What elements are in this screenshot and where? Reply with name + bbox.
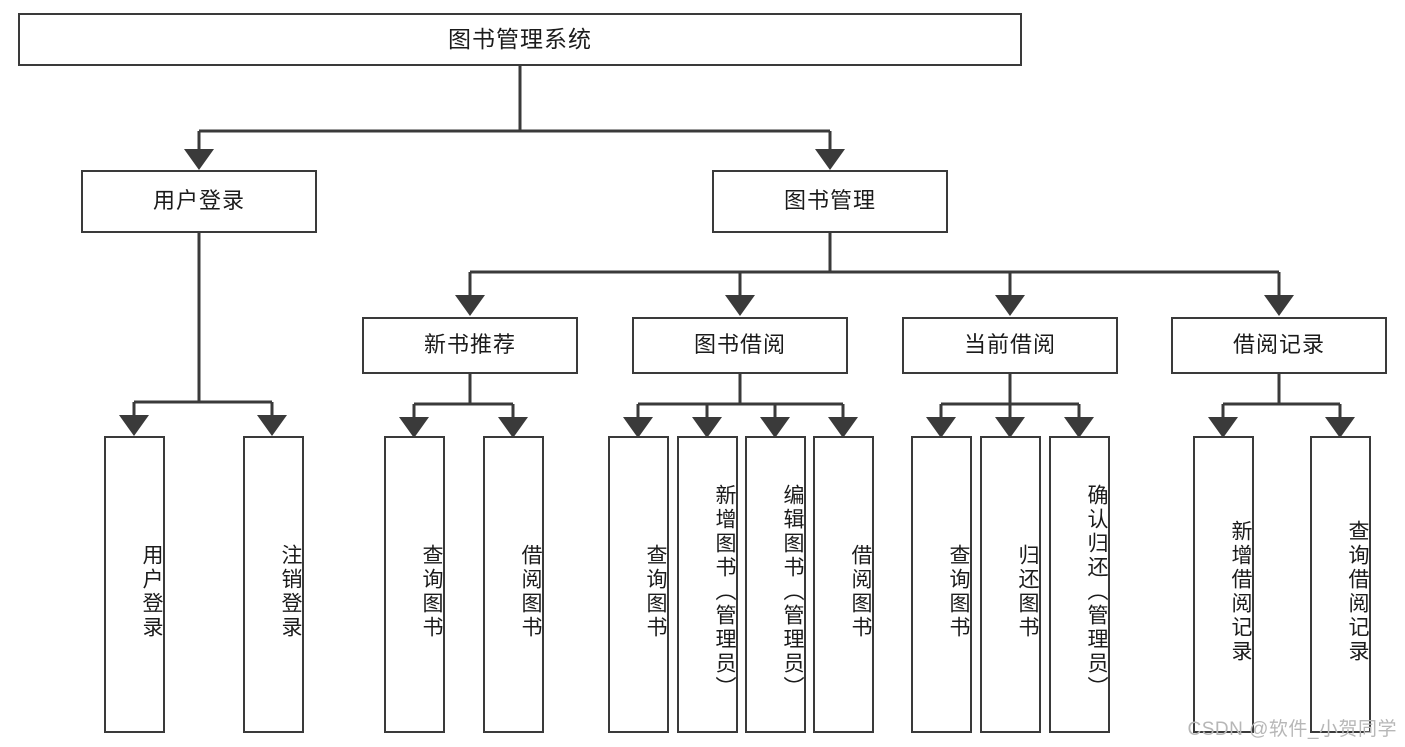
node-new-book-recommend-label: 新书推荐 bbox=[423, 332, 516, 358]
leaf-new-book-borrow[interactable]: 借阅图书 bbox=[483, 436, 544, 733]
node-user-login[interactable]: 用户登录 bbox=[81, 170, 317, 233]
leaf-label: 借阅图书 bbox=[519, 543, 542, 640]
leaf-book-borrow-lend[interactable]: 借阅图书 bbox=[813, 436, 874, 733]
leaf-borrow-record-add[interactable]: 新增借阅记录 bbox=[1193, 436, 1254, 733]
node-user-login-label: 用户登录 bbox=[152, 188, 245, 214]
leaf-label: 借阅图书 bbox=[849, 543, 872, 640]
leaf-label: 确认归还（管理员） bbox=[1085, 483, 1108, 700]
node-current-borrow[interactable]: 当前借阅 bbox=[902, 317, 1118, 374]
leaf-label: 新增图书（管理员） bbox=[713, 483, 736, 700]
node-book-management[interactable]: 图书管理 bbox=[712, 170, 948, 233]
node-borrow-record[interactable]: 借阅记录 bbox=[1171, 317, 1387, 374]
leaf-label: 查询图书 bbox=[947, 543, 970, 640]
leaf-label: 新增借阅记录 bbox=[1229, 519, 1252, 664]
leaf-book-borrow-add[interactable]: 新增图书（管理员） bbox=[677, 436, 738, 733]
node-borrow-record-label: 借阅记录 bbox=[1232, 332, 1325, 358]
node-book-borrow[interactable]: 图书借阅 bbox=[632, 317, 848, 374]
leaf-label: 编辑图书（管理员） bbox=[781, 483, 804, 700]
node-root-label: 图书管理系统 bbox=[448, 25, 592, 52]
leaf-book-borrow-edit[interactable]: 编辑图书（管理员） bbox=[745, 436, 806, 733]
watermark: CSDN @软件_小贺同学 bbox=[1187, 719, 1397, 740]
leaf-borrow-record-query[interactable]: 查询借阅记录 bbox=[1310, 436, 1371, 733]
leaf-new-book-query[interactable]: 查询图书 bbox=[384, 436, 445, 733]
leaf-current-borrow-confirm-return[interactable]: 确认归还（管理员） bbox=[1049, 436, 1110, 733]
leaf-label: 查询图书 bbox=[420, 543, 443, 640]
node-current-borrow-label: 当前借阅 bbox=[963, 332, 1056, 358]
node-new-book-recommend[interactable]: 新书推荐 bbox=[362, 317, 578, 374]
leaf-label: 注销登录 bbox=[279, 543, 302, 640]
leaf-current-borrow-return[interactable]: 归还图书 bbox=[980, 436, 1041, 733]
node-root[interactable]: 图书管理系统 bbox=[18, 13, 1022, 66]
leaf-label: 用户登录 bbox=[140, 543, 163, 640]
leaf-label: 查询图书 bbox=[644, 543, 667, 640]
leaf-current-borrow-query[interactable]: 查询图书 bbox=[911, 436, 972, 733]
node-book-borrow-label: 图书借阅 bbox=[693, 332, 786, 358]
leaf-user-login-signout[interactable]: 注销登录 bbox=[243, 436, 304, 733]
leaf-book-borrow-query[interactable]: 查询图书 bbox=[608, 436, 669, 733]
leaf-user-login-signin[interactable]: 用户登录 bbox=[104, 436, 165, 733]
leaf-label: 归还图书 bbox=[1016, 543, 1039, 640]
leaf-label: 查询借阅记录 bbox=[1346, 519, 1369, 664]
node-book-management-label: 图书管理 bbox=[783, 188, 876, 214]
